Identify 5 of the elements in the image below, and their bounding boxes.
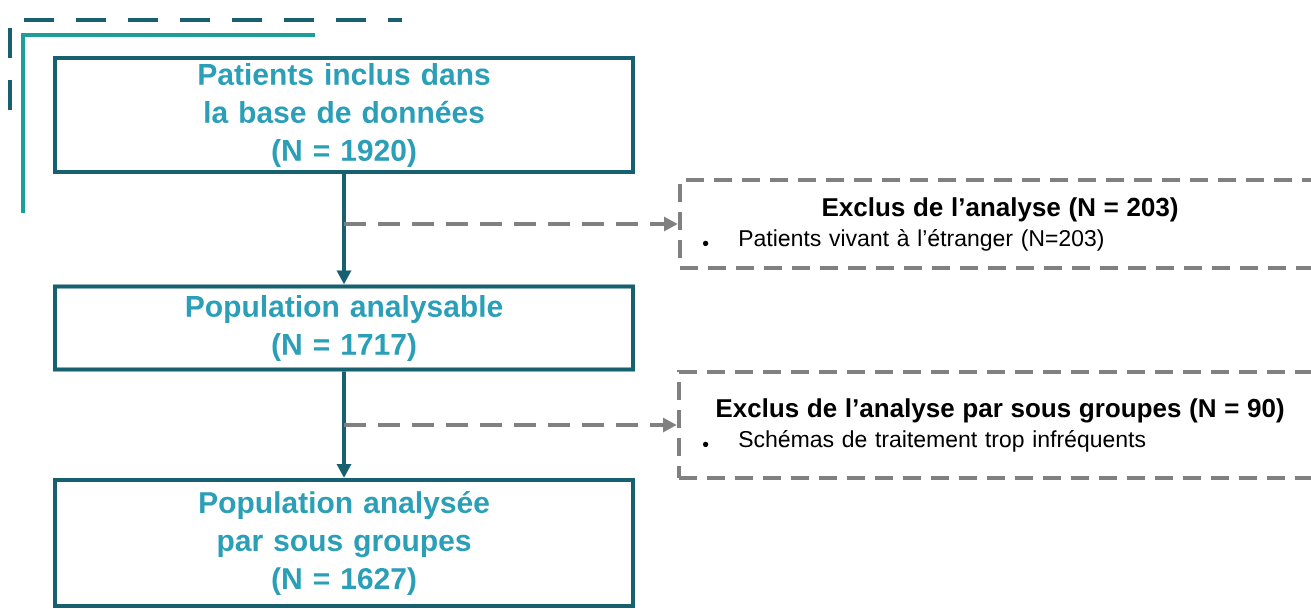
exclusion-box: Exclus de l’analyse par sous groupes (N = 90) Schémas de traitement trop infréquents	[677, 370, 1311, 480]
exclusion-box: Exclus de l’analyse (N = 203) Patients vivant à l’étranger (N=203)	[678, 178, 1311, 270]
process-box: Patients inclus dans la base de données (N = 1920)	[53, 56, 635, 174]
process-box: Population analysable (N = 1717)	[53, 284, 635, 372]
process-box: Population analysée par sous groupes (N = 1627)	[53, 478, 635, 608]
